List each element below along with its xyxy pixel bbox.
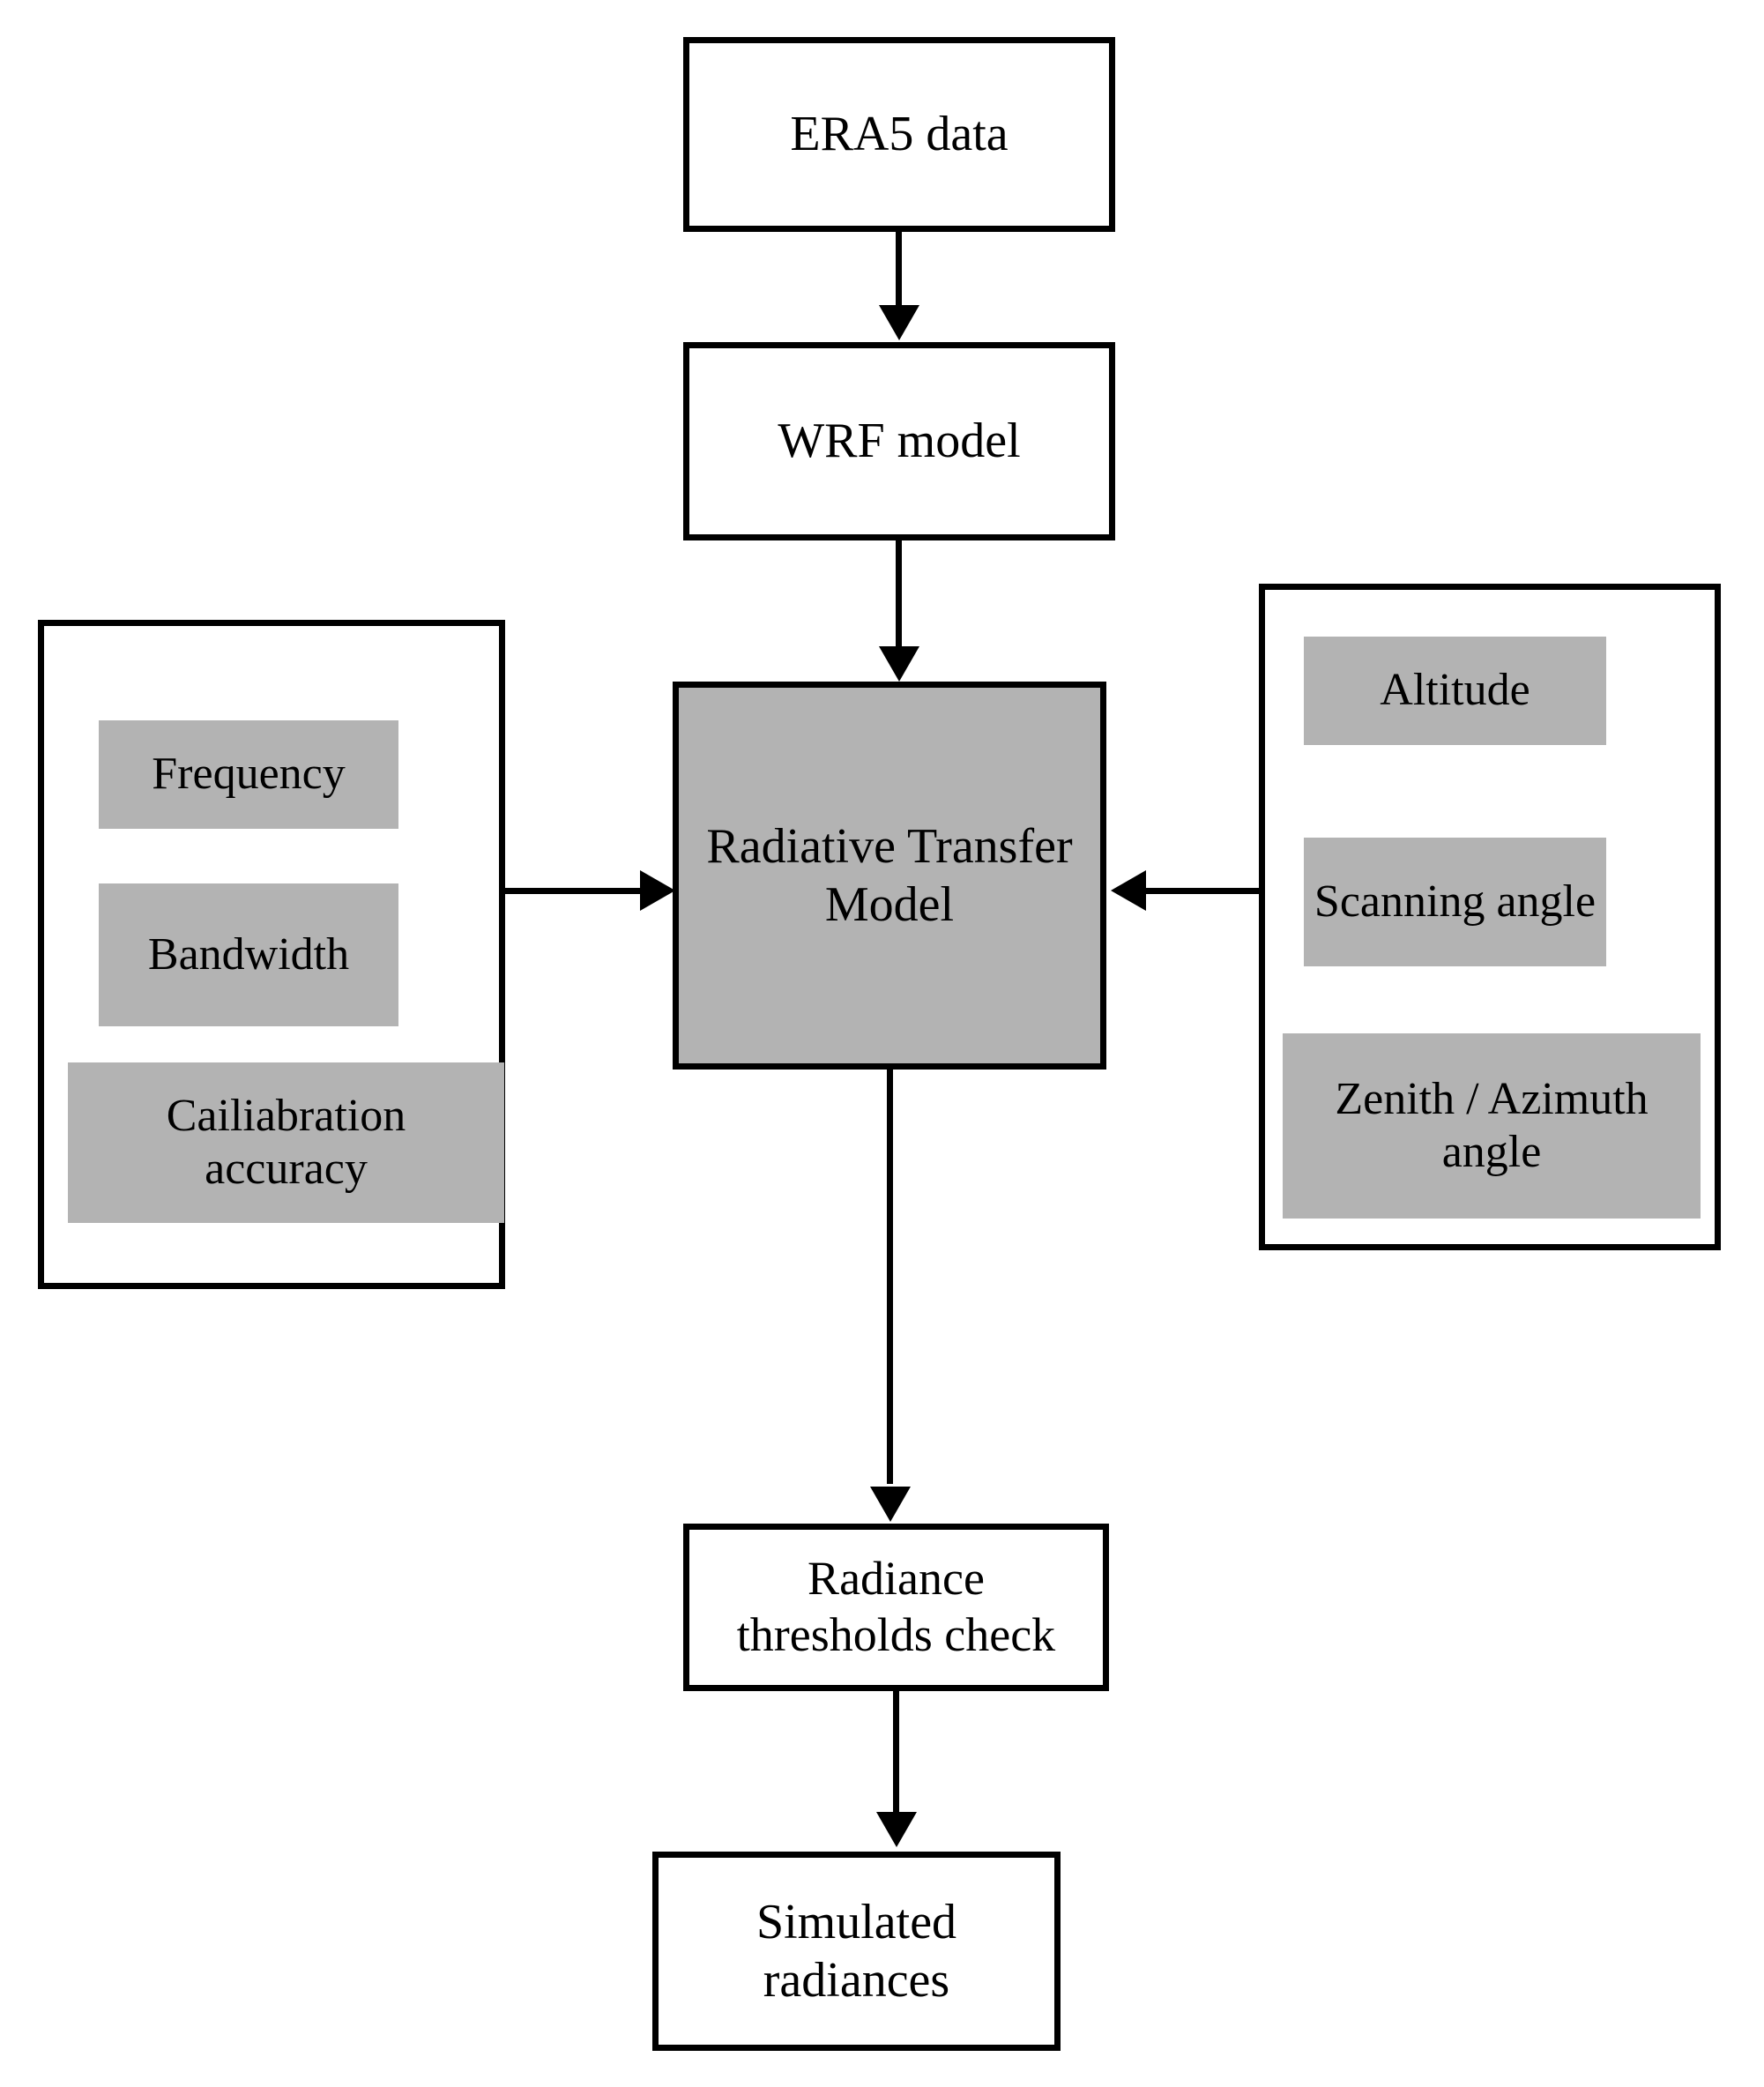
node-wrf-model[interactable]: WRF model <box>683 342 1115 540</box>
connector-era5-to-wrf-arrowhead <box>879 305 919 340</box>
chip-frequency[interactable]: Frequency <box>99 720 398 829</box>
connector-threshold-to-output-line <box>893 1691 899 1815</box>
chip-calibration-accuracy[interactable]: Cailiabration accuracy <box>68 1062 504 1223</box>
connector-threshold-to-output-arrowhead <box>876 1812 917 1847</box>
node-era5-data-label: ERA5 data <box>790 107 1009 162</box>
connector-instrument-to-rtm-line <box>505 888 642 894</box>
connector-wrf-to-rtm-line <box>896 540 902 648</box>
connector-era5-to-wrf-line <box>896 232 902 307</box>
chip-scanning-angle-label: Scanning angle <box>1314 876 1597 927</box>
node-radiative-transfer-model[interactable]: Radiative Transfer Model <box>673 682 1106 1070</box>
connector-rtm-to-threshold-arrowhead <box>870 1487 911 1522</box>
node-wrf-model-label: WRF model <box>778 414 1021 469</box>
connector-rtm-to-threshold-line <box>887 1070 893 1484</box>
chip-zenith-azimuth-angle[interactable]: Zenith / Azimuth angle <box>1283 1033 1701 1219</box>
chip-bandwidth-label: Bandwidth <box>147 928 350 980</box>
chip-bandwidth[interactable]: Bandwidth <box>99 883 398 1026</box>
chip-frequency-label: Frequency <box>152 749 346 800</box>
chip-calibration-accuracy-label: Cailiabration accuracy <box>166 1090 406 1194</box>
observation-geometry-panel: Altitude Scanning angle Zenith / Azimuth… <box>1259 584 1721 1250</box>
chip-scanning-angle[interactable]: Scanning angle <box>1304 838 1606 966</box>
connector-instrument-to-rtm-arrowhead <box>640 870 675 911</box>
node-era5-data[interactable]: ERA5 data <box>683 37 1115 232</box>
chip-altitude-label: Altitude <box>1380 665 1530 716</box>
connector-wrf-to-rtm-arrowhead <box>879 646 919 682</box>
connector-geometry-to-rtm-arrowhead <box>1111 870 1146 911</box>
node-simulated-radiances[interactable]: Simulated radiances <box>652 1852 1061 2051</box>
chip-altitude[interactable]: Altitude <box>1304 637 1606 745</box>
node-radiative-transfer-model-label: Radiative Transfer Model <box>706 818 1073 932</box>
node-simulated-radiances-label: Simulated radiances <box>755 1894 957 2008</box>
instrument-parameters-panel: Frequency Bandwidth Cailiabration accura… <box>38 620 505 1289</box>
connector-geometry-to-rtm-line <box>1146 888 1261 894</box>
chip-zenith-azimuth-angle-label: Zenith / Azimuth angle <box>1335 1073 1649 1177</box>
node-radiance-thresholds-check[interactable]: Radiance thresholds check <box>683 1524 1109 1691</box>
node-radiance-thresholds-check-label: Radiance thresholds check <box>736 1552 1056 1661</box>
